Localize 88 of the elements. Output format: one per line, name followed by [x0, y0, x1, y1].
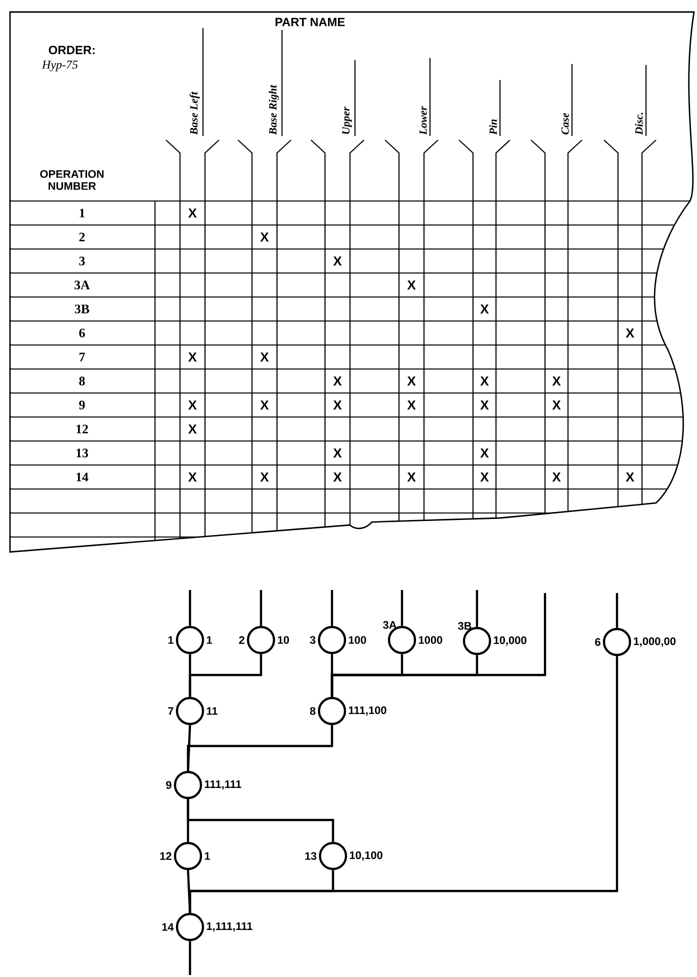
check-mark: X	[188, 352, 197, 362]
check-mark: X	[333, 256, 342, 266]
row-number: 3B	[74, 304, 90, 314]
check-mark: X	[188, 400, 197, 410]
connector-line	[186, 725, 334, 771]
connector-line	[616, 593, 618, 628]
operation-number: 12	[160, 852, 172, 860]
column-heading: Upper	[342, 106, 352, 134]
column-heading: Case	[561, 113, 569, 134]
code-number: 10	[278, 636, 289, 644]
row-number: 12	[76, 424, 88, 434]
code-number: 111,100	[348, 706, 386, 716]
code-number: 111,111	[204, 780, 242, 790]
header-label: PART NAME	[276, 18, 345, 26]
code-number: 11	[206, 707, 218, 715]
code-number: 10,000	[494, 636, 526, 646]
connector-line	[186, 870, 192, 913]
operation-number: 13	[305, 852, 316, 860]
row-number: 6	[79, 328, 85, 338]
row-number: 14	[76, 472, 88, 482]
check-mark: X	[480, 448, 489, 458]
check-mark: X	[333, 400, 342, 410]
check-mark: X	[188, 424, 197, 434]
check-mark: X	[260, 400, 269, 410]
operation-number: 3	[310, 636, 316, 644]
check-mark: X	[407, 376, 416, 386]
row-number: 7	[80, 352, 85, 362]
operation-number: 2	[239, 636, 244, 644]
operation-number: 6	[595, 638, 600, 646]
check-mark: X	[188, 472, 197, 482]
check-mark: X	[333, 448, 342, 458]
operation-number: 8	[310, 707, 316, 715]
row-number: 9	[79, 400, 85, 410]
operation-number: 1	[168, 636, 174, 644]
row-number: 13	[76, 448, 88, 458]
header-label: ORDER:	[48, 46, 94, 54]
connector-line	[330, 590, 334, 626]
operation-number: 14	[162, 923, 174, 931]
connector-line	[188, 941, 192, 975]
check-mark: X	[333, 376, 342, 386]
check-mark: X	[480, 400, 489, 410]
column-heading: Lower	[420, 106, 427, 135]
connector-line	[188, 590, 192, 626]
code-number: 1	[204, 852, 210, 860]
check-mark: X	[260, 352, 269, 362]
operation-number: 7	[168, 707, 174, 715]
code-number: 1	[206, 636, 212, 644]
check-mark: X	[552, 472, 561, 482]
check-mark: X	[333, 472, 342, 482]
column-heading: Pin	[489, 119, 497, 135]
check-mark: X	[626, 472, 634, 482]
connector-line	[400, 590, 404, 626]
connector-line	[330, 655, 478, 697]
handwritten-note: Hyp-75	[42, 60, 78, 72]
operation-number: 3B	[458, 622, 472, 630]
check-mark: X	[407, 472, 416, 482]
check-mark: X	[407, 280, 416, 290]
row-number: 3A	[74, 280, 90, 290]
column-heading: Base Right	[268, 84, 279, 135]
column-heading: Base Left	[190, 91, 200, 135]
check-mark: X	[260, 232, 269, 242]
check-mark: X	[626, 328, 634, 338]
check-mark: X	[260, 472, 269, 482]
connector-line	[188, 656, 618, 913]
check-mark: X	[552, 376, 561, 386]
row-number: 1	[80, 208, 85, 218]
connector-line	[476, 590, 478, 627]
row-number: 2	[79, 232, 85, 242]
code-number: 100	[348, 636, 366, 644]
connector-line	[188, 654, 262, 697]
code-number: 10,100	[350, 851, 382, 861]
header-label: OPERATION NUMBER	[40, 170, 104, 190]
operation-number: 3A	[383, 621, 396, 629]
check-mark: X	[480, 304, 489, 314]
column-heading: Disc.	[635, 112, 643, 135]
check-mark: X	[407, 400, 416, 410]
connector-line	[186, 799, 334, 842]
code-number: 1000	[418, 636, 442, 644]
check-mark: X	[480, 376, 489, 386]
row-number: 8	[79, 376, 85, 386]
check-mark: X	[188, 208, 197, 218]
connector-line	[260, 590, 262, 626]
row-number: 3	[79, 256, 85, 266]
check-mark: X	[552, 400, 561, 410]
operation-number: 9	[166, 781, 172, 789]
code-number: 1,111,111	[206, 922, 252, 932]
code-number: 1,000,00	[634, 637, 676, 647]
check-mark: X	[480, 472, 489, 482]
